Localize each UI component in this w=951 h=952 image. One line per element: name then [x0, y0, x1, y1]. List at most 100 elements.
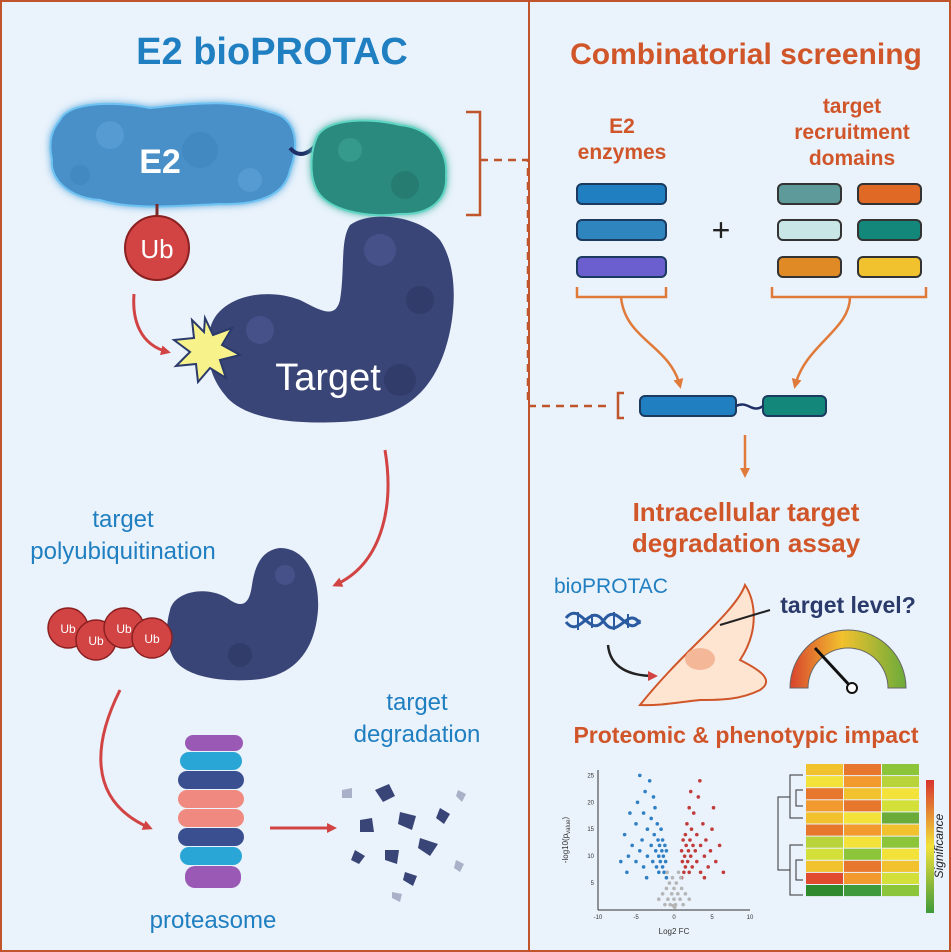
volcano-point — [669, 892, 674, 896]
volcano-point — [679, 848, 684, 853]
heatmap-cell — [806, 872, 843, 884]
volcano-point — [691, 811, 696, 815]
volcano-point — [657, 854, 661, 858]
volcano-point — [653, 848, 658, 853]
volcano-point — [687, 870, 691, 875]
volcano-point — [681, 902, 685, 907]
volcano-point — [686, 848, 691, 853]
volcano-point — [634, 822, 638, 826]
heatmap-cell — [882, 776, 919, 788]
volcano-x-tick: 10 — [747, 915, 754, 921]
proteasome-label: proteasome — [150, 907, 277, 934]
volcano-point — [679, 875, 683, 880]
volcano-point — [651, 795, 656, 799]
domains-label-3: domains — [809, 147, 895, 170]
e2-arrow — [619, 296, 684, 389]
e2-enzymes-label-2: enzymes — [578, 141, 667, 164]
heatmap-cell — [882, 885, 919, 897]
heatmap-cell — [806, 885, 843, 897]
volcano-point — [681, 838, 685, 842]
bracket-left — [466, 110, 482, 217]
domain-arrow — [791, 296, 852, 389]
volcano-point — [708, 848, 713, 853]
heatmap-cell — [806, 824, 843, 836]
volcano-point — [721, 870, 726, 875]
volcano-point — [653, 805, 657, 810]
volcano-point — [667, 881, 672, 885]
volcano-x-tick: -5 — [633, 915, 639, 921]
volcano-point — [660, 848, 664, 853]
volcano-point — [685, 822, 689, 826]
ub-chain-circle — [131, 617, 173, 659]
gauge-icon — [789, 629, 907, 689]
polyub-label-2: polyubiquitination — [30, 538, 215, 565]
volcano-point — [647, 778, 652, 783]
volcano-point — [645, 827, 650, 832]
volcano-point — [668, 902, 672, 907]
volcano-point — [664, 886, 669, 891]
assay-title-1: Intracellular target — [633, 497, 860, 527]
volcano-point — [695, 859, 699, 864]
volcano-point — [693, 848, 698, 853]
bioprotac-label: bioPROTAC — [554, 575, 668, 598]
volcano-point — [670, 875, 675, 880]
volcano-point — [676, 870, 681, 875]
volcano-point — [687, 805, 691, 810]
heatmap-cell — [882, 824, 919, 836]
domain-bar — [857, 183, 922, 205]
ub-chain-label: Ub — [88, 634, 104, 648]
dashed-connector — [480, 158, 610, 408]
e2-bar — [576, 183, 667, 205]
volcano-point — [704, 838, 708, 842]
gauge-hub — [846, 682, 858, 694]
heatmap-cell — [806, 812, 843, 824]
volcano-point — [706, 865, 710, 869]
volcano-point — [641, 865, 646, 869]
cell-shape — [637, 582, 768, 707]
volcano-point — [682, 870, 686, 875]
heatmap-cell — [844, 800, 881, 812]
degradation-label-1: target — [386, 689, 448, 716]
ub-label: Ub — [140, 234, 173, 264]
volcano-point — [702, 875, 707, 880]
domain-bar — [857, 256, 922, 278]
volcano-point — [671, 903, 676, 908]
volcano-point — [695, 832, 699, 837]
cell-nucleus — [685, 648, 715, 670]
domain-bar — [777, 183, 842, 205]
heatmap-cell — [806, 776, 843, 788]
heatmap-cell — [806, 788, 843, 800]
degradation-label-2: degradation — [354, 721, 481, 748]
volcano-y-tick: 20 — [587, 800, 594, 806]
domain-bracket — [770, 287, 928, 299]
ubiquitin-circle — [124, 215, 190, 281]
ub-chain-label: Ub — [60, 622, 76, 636]
volcano-point — [638, 773, 642, 778]
polyub-arrow — [332, 449, 390, 587]
domain-bar — [777, 256, 842, 278]
gauge-needle — [813, 646, 854, 690]
impact-title: Proteomic & phenotypic impact — [573, 722, 918, 748]
volcano-y-tick: 10 — [587, 854, 594, 860]
heatmap-cell — [806, 836, 843, 848]
heatmap-cell — [882, 848, 919, 860]
volcano-point — [676, 892, 680, 896]
heatmap-cell — [806, 848, 843, 860]
volcano-point — [688, 838, 692, 842]
volcano-point — [660, 838, 665, 842]
heatmap — [806, 764, 919, 897]
volcano-point — [641, 811, 646, 815]
proteasome-shape — [178, 735, 244, 888]
e2-enzymes-label-1: E2 — [609, 115, 635, 138]
e2-label: E2 — [139, 143, 181, 181]
combined-e2-bar — [639, 395, 737, 417]
target-level-label: target level? — [780, 592, 916, 618]
volcano-point — [619, 859, 623, 864]
volcano-xlabel: Log2 FC — [659, 927, 690, 936]
volcano-point — [698, 870, 703, 875]
target-level-pointer — [719, 609, 771, 626]
left-panel-title: E2 bioPROTAC — [136, 31, 408, 73]
heatmap-cell — [806, 860, 843, 872]
